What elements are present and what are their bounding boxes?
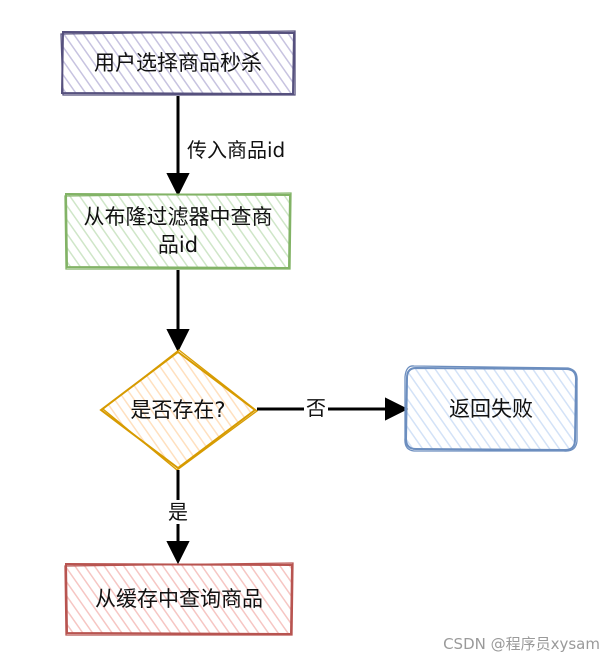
node-start-shape [60,30,296,96]
node-fail-label: 返回失败 [449,397,533,421]
edge-start-to-bloom [166,96,190,197]
edge-label-yes: 是 [166,500,190,524]
watermark: CSDN @程序员xysam [443,635,600,653]
node-cache-label: 从缓存中查询商品 [95,587,263,611]
node-fail-shape [404,365,578,452]
edge-decision-to-fail [257,397,409,421]
node-cache-shape [64,562,294,636]
edge-label-pass-id: 传入商品id [187,138,286,162]
node-bloom-shape [64,192,292,270]
edge-label-no: 否 [304,396,328,420]
node-bloom-label: 从布隆过滤器中查商品id [83,205,273,257]
node-start-label: 用户选择商品秒杀 [94,51,262,75]
node-decision-shape [99,349,259,471]
node-decision-label: 是否存在? [130,398,226,422]
edge-bloom-to-decision [166,270,190,353]
